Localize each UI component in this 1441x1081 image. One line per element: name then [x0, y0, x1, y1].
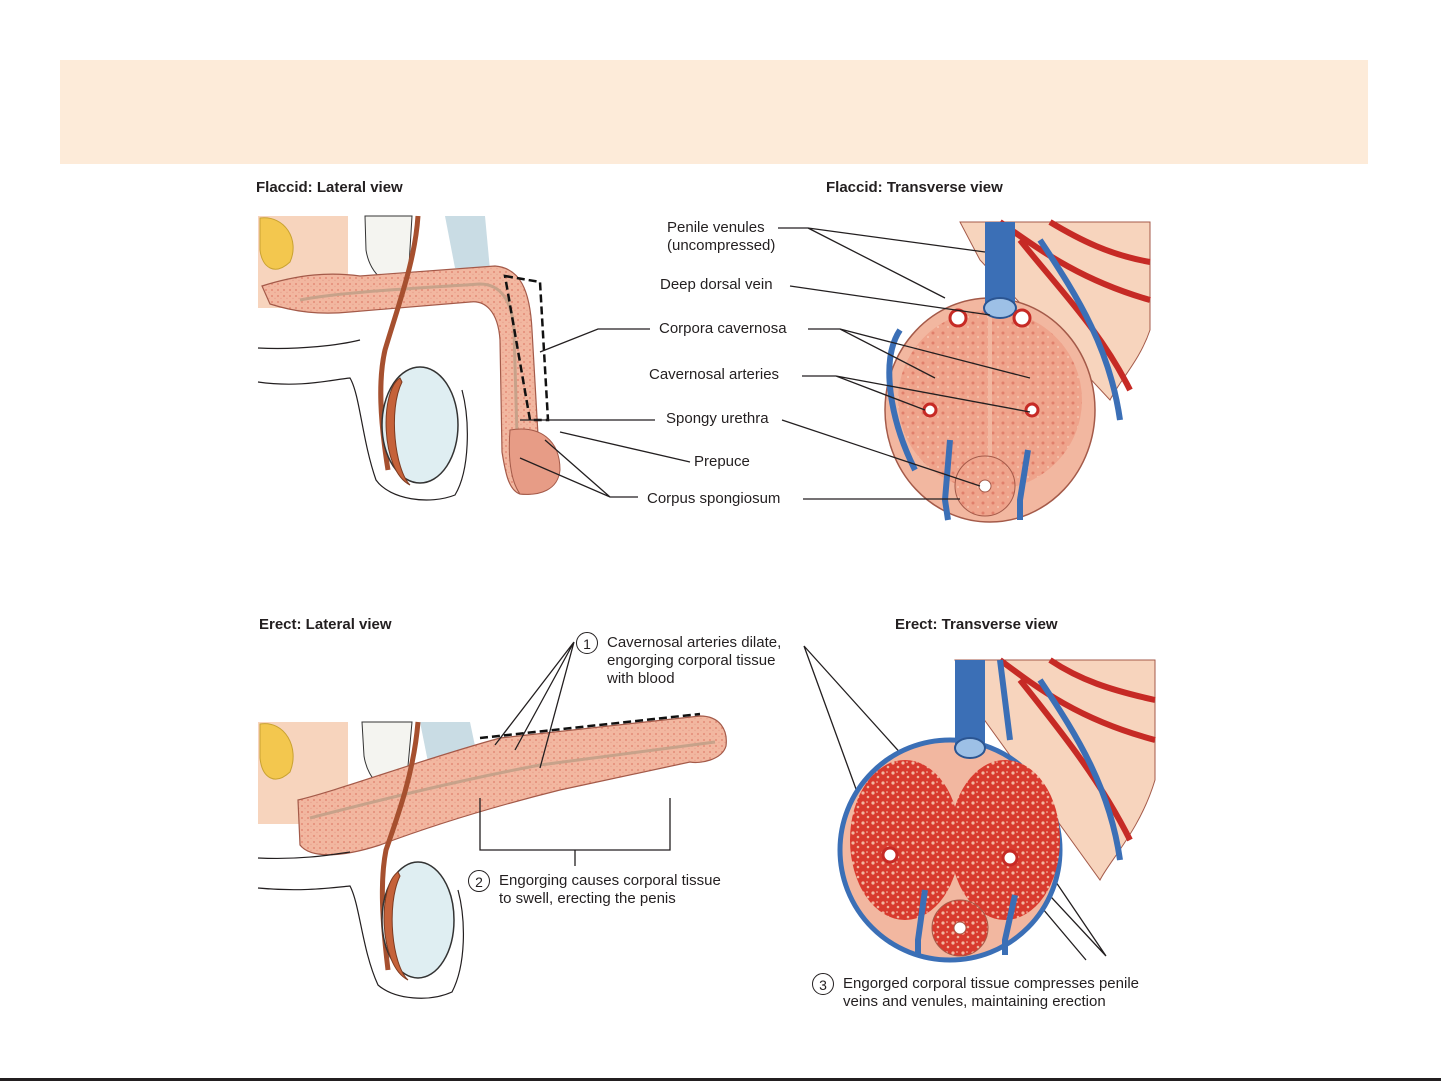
step-1-line-3: with blood [607, 670, 675, 687]
erect-transverse-illustration [837, 657, 1156, 963]
erect-dorsal-vein-opening [954, 737, 986, 759]
heading-erect-lateral: Erect: Lateral view [259, 616, 392, 633]
erect-urethra-section [953, 921, 967, 935]
step-3-line-1: Engorged corporal tissue compresses peni… [843, 975, 1139, 992]
label-cavernosal-arteries: Cavernosal arteries [649, 366, 780, 383]
erect-arteries-side [998, 657, 1156, 842]
flaccid-lateral-illustration [257, 215, 561, 501]
heading-erect-transverse: Erect: Transverse view [895, 616, 1058, 633]
erect-epididymis [383, 871, 409, 981]
erect-fat-tissue [259, 723, 294, 780]
erect-urethra [309, 740, 716, 820]
step-2-line-2: to swell, erecting the penis [499, 890, 676, 907]
flaccid-urethra-section [978, 479, 992, 493]
label-deep-dorsal-vein: Deep dorsal vein [660, 276, 773, 293]
step-2-text: Engorging causes corporal tissue to swel… [499, 872, 721, 908]
label-spongy-urethra: Spongy urethra [666, 410, 769, 427]
heading-flaccid-transverse: Flaccid: Transverse view [826, 179, 1003, 196]
label-prepuce: Prepuce [694, 453, 750, 470]
erect-corpus-left [850, 760, 960, 920]
label-corpus-spongiosum: Corpus spongiosum [647, 490, 781, 507]
flaccid-leader-lines [519, 227, 1031, 500]
erect-venules [915, 889, 1018, 955]
erect-corpus-right [950, 760, 1060, 920]
erect-outline [257, 851, 464, 999]
suspensory-ligament [445, 216, 490, 270]
flaccid-testis [381, 366, 459, 484]
erect-cavernosal-artery-right [1001, 849, 1019, 867]
dorsal-artery-left [948, 308, 968, 328]
label-penile-venules: Penile venules [667, 219, 765, 236]
erect-testis [381, 861, 455, 979]
step-2-number: 2 [468, 870, 490, 892]
step-1-number: 1 [576, 632, 598, 654]
flaccid-epididymis [385, 377, 411, 486]
erect-lateral-illustration [257, 712, 727, 999]
label-corpora-cavernosa: Corpora cavernosa [659, 320, 787, 337]
step-2-line-1: Engorging causes corporal tissue [499, 872, 721, 889]
dorsal-artery-right [1012, 308, 1032, 328]
deep-dorsal-vein-opening [983, 297, 1017, 319]
erect-shaft [297, 715, 727, 856]
bottom-border [0, 1078, 1441, 1081]
erect-skin-edge [479, 712, 701, 740]
step-3-number: 3 [812, 973, 834, 995]
label-penile-venules-note: (uncompressed) [667, 237, 776, 254]
step-3-line-2: veins and venules, maintaining erection [843, 993, 1106, 1010]
cavernosal-artery-right [1024, 402, 1040, 418]
erect-deep-dorsal-vein [955, 660, 985, 750]
fat-tissue [259, 217, 294, 270]
step-1-line-2: engorging corporal tissue [607, 652, 776, 669]
title-bar [60, 60, 1368, 164]
step-1-line-1: Cavernosal arteries dilate, [607, 634, 782, 651]
flaccid-venules [886, 328, 1031, 521]
heading-flaccid-lateral: Flaccid: Lateral view [256, 179, 403, 196]
flaccid-outline [257, 339, 468, 501]
step-3-text: Engorged corporal tissue compresses peni… [843, 975, 1139, 1011]
erect-veins-side [997, 659, 1123, 861]
flaccid-glans [508, 428, 561, 495]
step-1-text: Cavernosal arteries dilate, engorging co… [607, 634, 781, 688]
cavernosal-artery-left [922, 402, 938, 418]
erect-cavernosal-artery-left [881, 846, 899, 864]
